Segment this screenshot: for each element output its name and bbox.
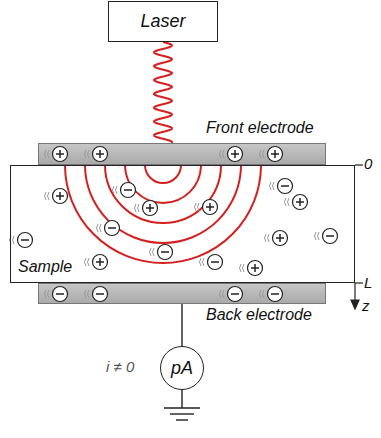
current-label: i ≠ 0 <box>106 358 134 375</box>
axis-label: z <box>362 297 370 314</box>
positive-charge <box>85 147 108 162</box>
sample-box: Sample <box>10 165 355 283</box>
negative-charge <box>113 183 136 198</box>
wave-front <box>105 166 221 223</box>
acoustic-waves <box>65 166 261 263</box>
positive-charge <box>195 200 218 215</box>
positive-charge <box>240 261 263 276</box>
negative-charge <box>10 233 33 248</box>
back-electrode-plate <box>38 283 326 304</box>
positive-charge <box>45 147 68 162</box>
negative-charge <box>220 287 243 302</box>
negative-charge <box>270 179 293 194</box>
positive-charge <box>265 231 288 246</box>
laser-box: Laser <box>108 1 218 42</box>
wave-front <box>85 166 241 243</box>
laser-beam <box>154 42 172 143</box>
negative-charge <box>45 287 68 302</box>
negative-charge <box>260 287 283 302</box>
node-label: Sample <box>18 258 72 276</box>
positive-charge <box>135 201 158 216</box>
axis-label: 0 <box>364 155 372 172</box>
node-label: Laser <box>140 11 185 32</box>
front-electrode-plate <box>38 143 326 165</box>
charges <box>10 147 338 302</box>
positive-charge <box>220 147 243 162</box>
node-label: pA <box>171 358 193 379</box>
wire <box>182 304 183 346</box>
positive-charge <box>45 189 68 204</box>
front-electrode: Front electrode <box>38 143 326 165</box>
picoammeter: pA <box>160 346 204 390</box>
node-label: Front electrode <box>206 119 314 137</box>
negative-charge <box>150 245 173 260</box>
negative-charge <box>97 221 120 236</box>
axis-label: L <box>364 274 372 291</box>
positive-charge <box>85 255 108 270</box>
wave-front <box>145 166 181 183</box>
wave-front <box>125 166 201 203</box>
node-label: Back electrode <box>206 306 312 324</box>
ground-symbol <box>164 390 200 420</box>
negative-charge <box>85 287 108 302</box>
wave-front <box>65 166 261 263</box>
positive-charge <box>260 147 283 162</box>
negative-charge <box>315 229 338 244</box>
z-axis <box>351 165 363 309</box>
back-electrode: Back electrode <box>38 283 326 304</box>
positive-charge <box>285 195 308 210</box>
negative-charge <box>200 255 223 270</box>
